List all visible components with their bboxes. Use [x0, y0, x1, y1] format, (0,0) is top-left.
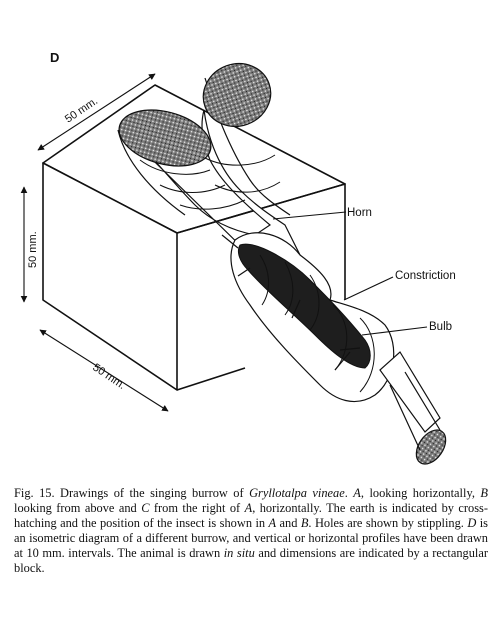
profile-rings [259, 254, 375, 393]
callout-bulb: Bulb [429, 321, 452, 333]
callout-horn: Horn [347, 207, 372, 219]
exit-tube [389, 371, 447, 465]
horn-profiles [139, 154, 281, 210]
insect [237, 243, 371, 369]
figure-caption: Fig. 15. Drawings of the singing burrow … [14, 486, 489, 575]
callout-constriction: Constriction [395, 270, 456, 282]
dim-label-left: 50 mm. [27, 231, 39, 268]
burrow-hole-right [202, 63, 272, 127]
dim-label-top: 50 mm. [63, 95, 100, 125]
panel-letter: D [50, 50, 59, 65]
burrow-isometric-diagram: D [20, 50, 456, 465]
dimension-arrows [20, 73, 169, 412]
callout-leaders [272, 211, 428, 336]
dim-label-bottom: 50 mm. [90, 362, 127, 392]
